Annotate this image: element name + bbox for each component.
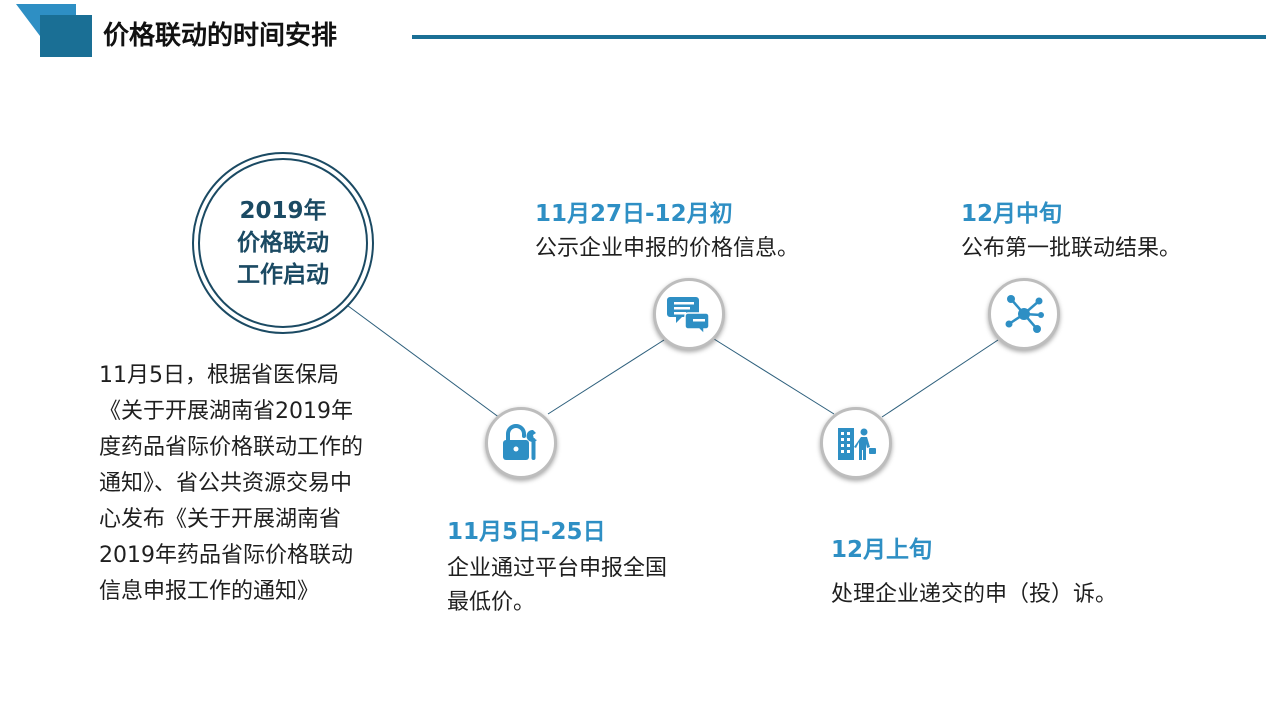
- unlock-wrench-icon: [503, 424, 537, 460]
- milestone-text-3: 处理企业递交的申（投）诉。: [831, 578, 1117, 612]
- start-description: 11月5日，根据省医保局 《关于开展湖南省2019年 度药品省际价格联动工作的 …: [99, 358, 429, 610]
- description-line: 11月5日，根据省医保局: [99, 363, 339, 388]
- connector-1-to-2: [547, 339, 665, 415]
- chat-bubbles-icon: [667, 297, 710, 336]
- milestone-text-2: 公示企业申报的价格信息。: [535, 232, 799, 266]
- milestone-node-4: [988, 278, 1060, 350]
- connector-2-to-3: [713, 338, 835, 415]
- start-line: 价格联动: [237, 230, 329, 256]
- description-line: 信息申报工作的通知》: [99, 579, 320, 604]
- milestone-text-line: 公布第一批联动结果。: [961, 236, 1182, 261]
- milestone-date-4: 12月中旬: [961, 201, 1063, 227]
- milestone-text-line: 企业通过平台申报全国: [447, 556, 668, 581]
- connector-3-to-4: [881, 339, 999, 418]
- milestone-node-2: [653, 278, 725, 350]
- connector-start-to-1: [339, 299, 501, 419]
- description-line: 《关于开展湖南省2019年: [99, 399, 353, 424]
- start-line: 2019年: [239, 198, 327, 224]
- building-person-icon: [838, 428, 876, 460]
- start-line: 工作启动: [237, 262, 329, 288]
- milestone-node-1: [485, 407, 557, 479]
- milestone-date-1: 11月5日-25日: [447, 519, 606, 545]
- network-nodes-icon: [1005, 295, 1044, 333]
- description-line: 通知》、省公共资源交易中: [99, 471, 353, 496]
- start-circle: 2019年 价格联动 工作启动: [198, 158, 368, 328]
- description-line: 心发布《关于开展湖南省: [99, 507, 342, 532]
- description-line: 度药品省际价格联动工作的: [99, 435, 364, 460]
- description-line: 2019年药品省际价格联动: [99, 543, 353, 568]
- milestone-date-3: 12月上旬: [831, 537, 933, 563]
- milestone-text-1: 企业通过平台申报全国 最低价。: [447, 552, 667, 620]
- page-title: 价格联动的时间安排: [103, 21, 338, 51]
- milestone-text-line: 处理企业递交的申（投）诉。: [831, 582, 1118, 607]
- milestone-date-2: 11月27日-12月初: [535, 201, 733, 227]
- milestone-text-line: 最低价。: [447, 590, 536, 615]
- header-accent-dark: [40, 15, 92, 57]
- milestone-node-3: [820, 407, 892, 479]
- header-rule: [412, 35, 1266, 39]
- milestone-text-line: 公示企业申报的价格信息。: [535, 236, 800, 261]
- milestone-text-4: 公布第一批联动结果。: [961, 232, 1181, 266]
